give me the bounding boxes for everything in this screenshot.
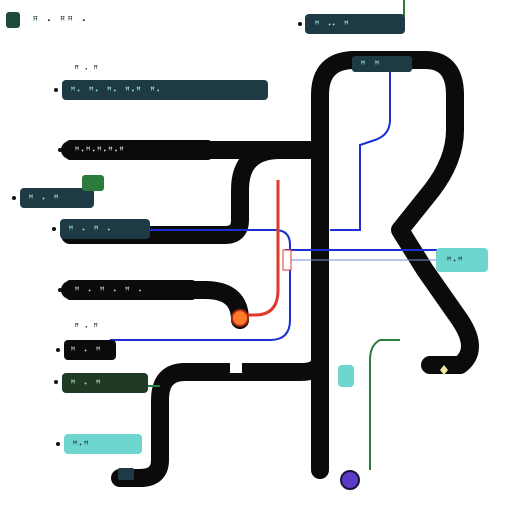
mid-station-marker [230, 363, 242, 373]
logo-icon [6, 12, 20, 28]
panel-top-node[interactable]: ꟸ ꟸ [352, 56, 412, 72]
left-label-5[interactable]: ꟸ ꞏ ꟸ ꟸ ꞏ ꟸ [56, 323, 116, 360]
green-line [148, 339, 400, 470]
teal-station-block[interactable] [338, 365, 354, 387]
right-badge-label: ꟸꞏꟸ [446, 256, 464, 267]
left-pill-1: ꟸꞏꟸꞏꟸꞏꟸꞏꟸ [74, 146, 125, 157]
red-line-station-box [282, 249, 292, 271]
bottom-left-station [118, 468, 134, 480]
left-label-1[interactable]: ꟸꞏꟸꞏꟸꞏꟸꞏꟸ [58, 140, 212, 160]
left-pill-4: ꟸ ꞏ ꟸ ꞏ ꟸ ꞏ [74, 286, 142, 297]
purple-station-marker[interactable] [340, 470, 360, 490]
header: ꟸ ꞏ ꟸꟸ ꞏ [6, 12, 87, 28]
left-pill-5: ꟸ ꞏ ꟸ [70, 346, 102, 357]
left-label-7[interactable]: ꟸꞏꟸ [56, 434, 142, 480]
left-label-2[interactable]: ꟸ ꞏ ꟸ [12, 175, 104, 208]
left-heading-5: ꟸ ꞏ ꟸ [74, 323, 98, 333]
left-label-0[interactable]: ꟸ ꞏ ꟸ ꟸꞏ ꟸꞏ ꟸꞏ ꟸꞏꟸ ꟸꞏ [54, 65, 268, 100]
track-main-loop [311, 51, 479, 479]
top-right-node[interactable]: ꟸ ꞏꞏ ꟸ [298, 0, 405, 34]
right-badge-node[interactable]: ꟸꞏꟸ [436, 248, 488, 272]
left-pill-2: ꟸ ꞏ ꟸ [28, 194, 60, 205]
red-line [231, 180, 280, 327]
blue-line-left [60, 229, 291, 341]
left-label-4[interactable]: ꟸ ꞏ ꟸ ꞏ ꟸ ꞏ [58, 280, 196, 300]
top-right-label: ꟸ ꞏꞏ ꟸ [314, 20, 350, 31]
track-lines [61, 51, 479, 487]
blue-lines [60, 70, 450, 341]
panel-top-label: ꟸ ꟸ [360, 60, 381, 71]
left-pill-6: ꟸ ꞏ ꟸ [70, 379, 102, 390]
left-green-tag [82, 175, 104, 191]
blue-line-top [330, 70, 391, 231]
yellow-diamond-marker [440, 365, 448, 375]
left-label-3[interactable]: ꟸ ꞏ ꟸ ꞏ [52, 219, 150, 239]
left-pill-7: ꟸꞏꟸ [72, 440, 90, 451]
track-branch-lower [111, 351, 329, 487]
header-title: ꟸ ꞏ ꟸꟸ ꞏ [32, 14, 87, 27]
left-heading-0: ꟸ ꞏ ꟸ [74, 65, 98, 75]
left-pill-0: ꟸꞏ ꟸꞏ ꟸꞏ ꟸꞏꟸ ꟸꞏ [70, 86, 161, 97]
left-label-6[interactable]: ꟸ ꞏ ꟸ [54, 373, 148, 393]
red-station-marker [231, 309, 249, 327]
left-pill-3: ꟸ ꞏ ꟸ ꞏ [68, 225, 111, 236]
